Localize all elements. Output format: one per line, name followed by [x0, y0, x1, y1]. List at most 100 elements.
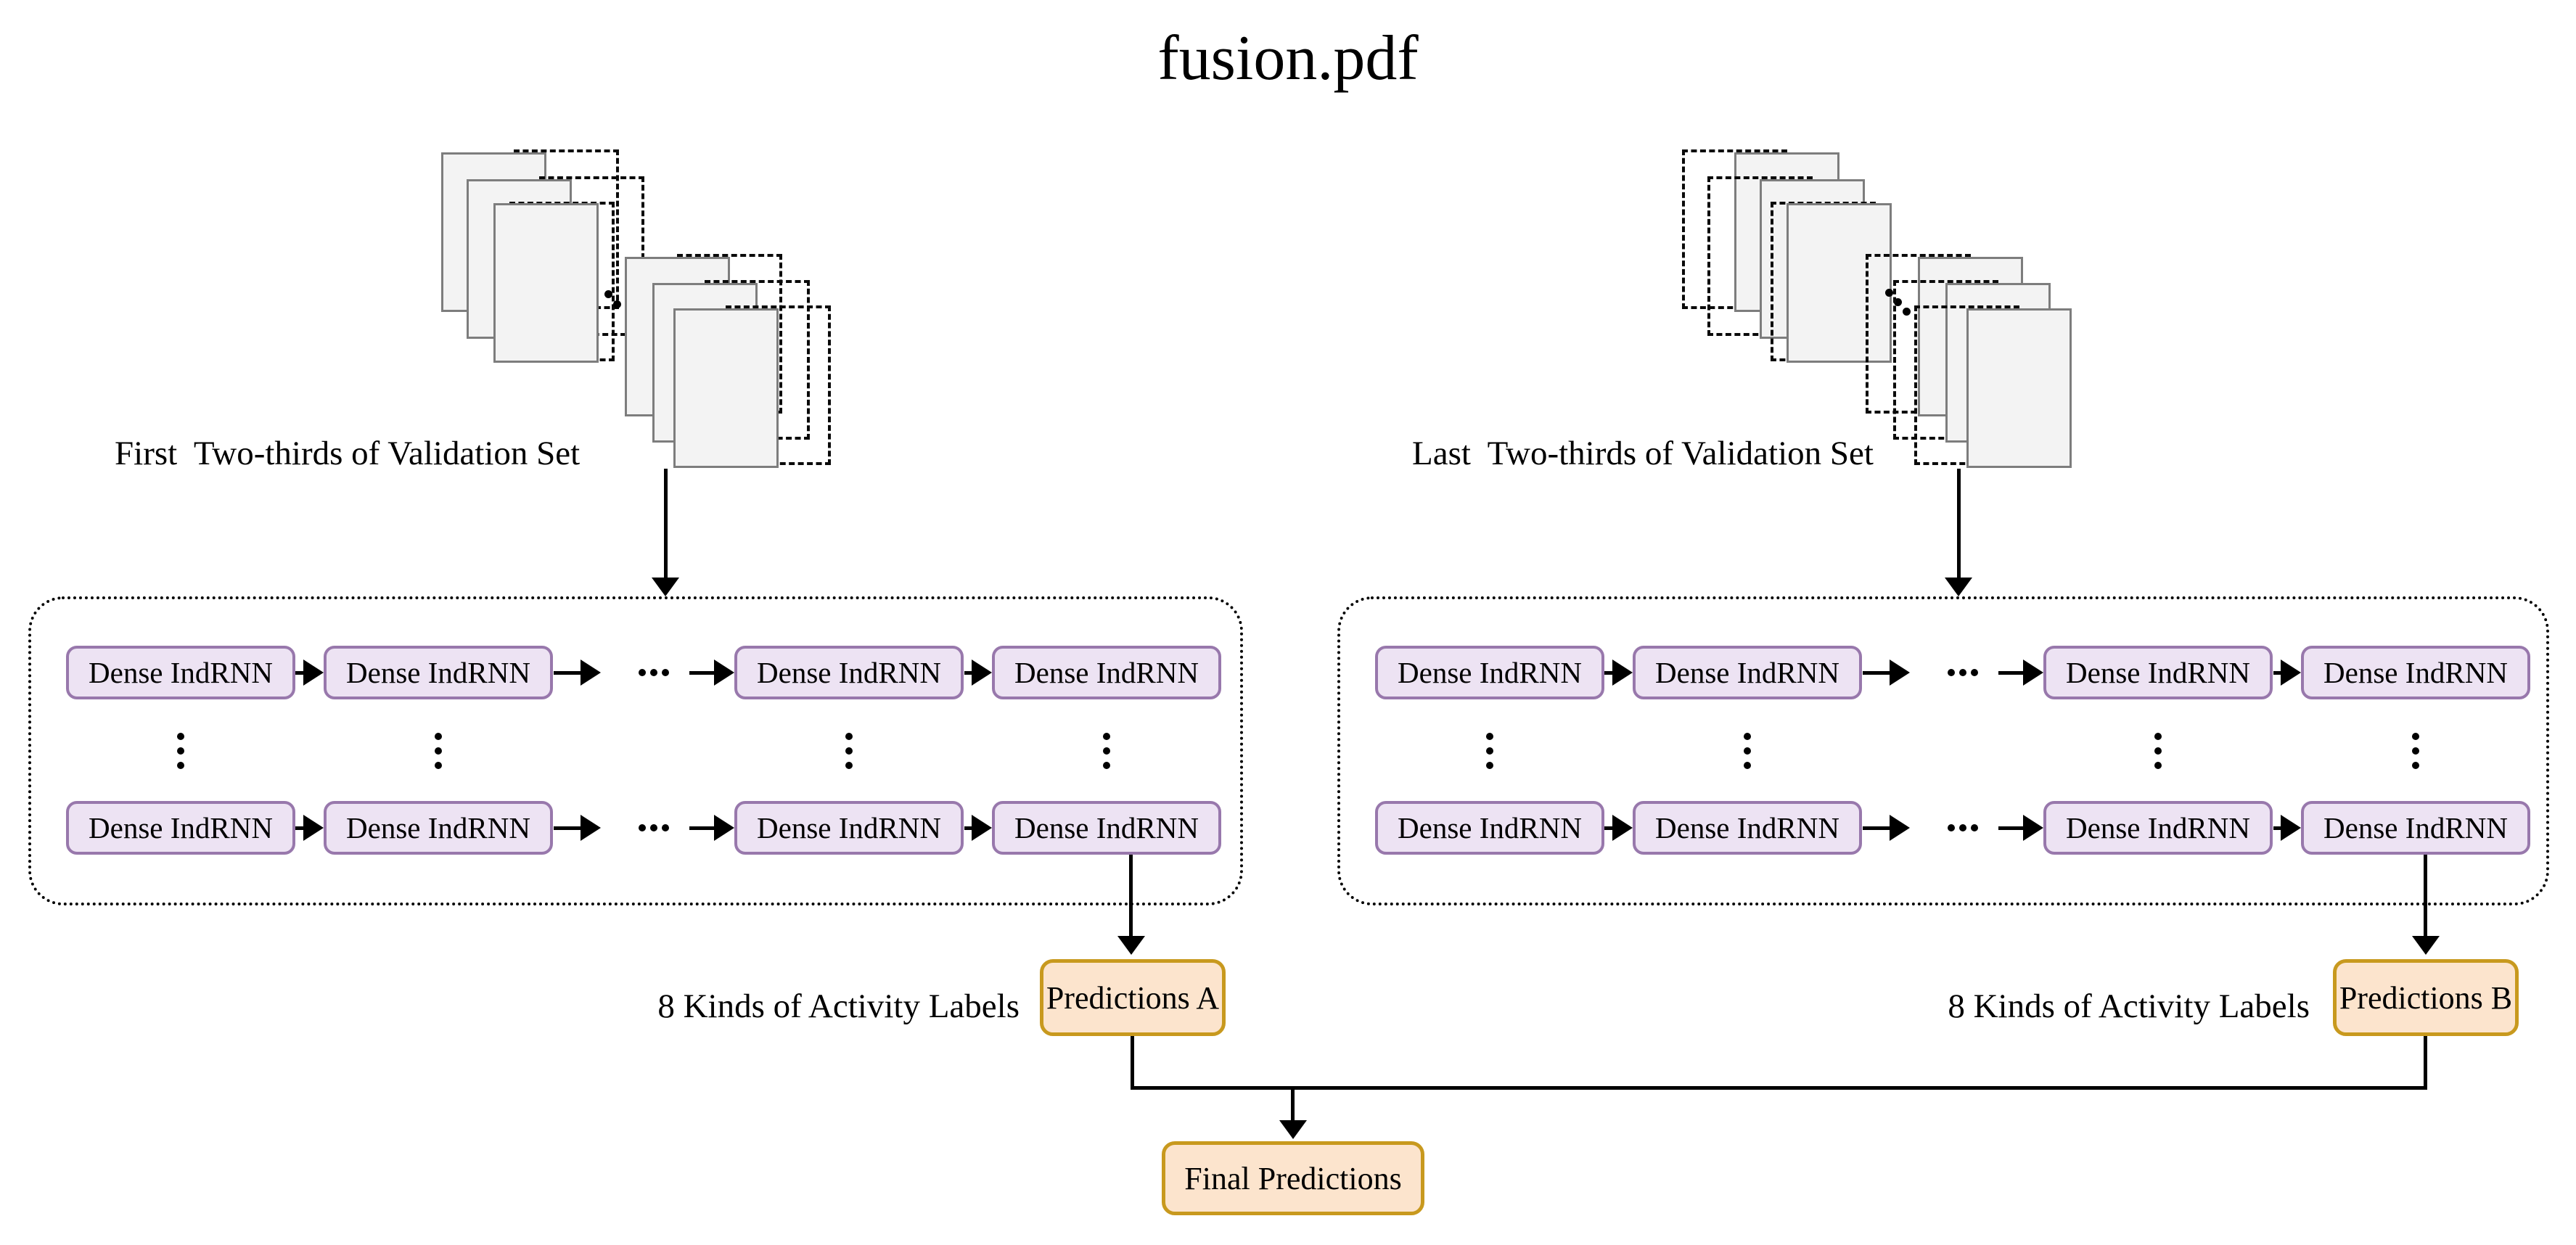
column-ellipsis-dot [845, 747, 853, 755]
column-ellipsis-dot [1486, 733, 1493, 740]
final-predictions-box: Final Predictions [1162, 1141, 1424, 1215]
flow-arrow-head [2281, 815, 2301, 841]
row-ellipsis-dot [1971, 824, 1978, 831]
validation-page [493, 203, 599, 363]
dense-indrnn-box: Dense IndRNN [324, 801, 553, 855]
label-activity-left: 8 Kinds of Activity Labels [657, 987, 1020, 1025]
dense-indrnn-box: Dense IndRNN [734, 801, 964, 855]
flow-arrow-line [964, 671, 973, 675]
column-ellipsis-dot [845, 733, 853, 740]
row-ellipsis-dot [1959, 669, 1966, 676]
row-ellipsis-dot [639, 669, 646, 676]
column-ellipsis-dot [177, 762, 184, 769]
flow-arrow-line [2273, 671, 2282, 675]
predictions-b-arrow-line [2424, 855, 2427, 936]
merge-line-right [2424, 1036, 2427, 1090]
dense-indrnn-box: Dense IndRNN [2043, 646, 2273, 699]
column-ellipsis-dot [1744, 747, 1751, 755]
flow-arrow-line [964, 826, 973, 830]
flow-arrow-head [581, 815, 601, 841]
dense-indrnn-box: Dense IndRNN [2301, 801, 2530, 855]
flow-arrow-line [1998, 671, 2025, 675]
final-arrow-line [1291, 1088, 1295, 1120]
dense-indrnn-box: Dense IndRNN [1375, 801, 1604, 855]
dense-indrnn-box: Dense IndRNN [66, 801, 295, 855]
column-ellipsis-dot [435, 747, 442, 755]
flow-arrow-head [972, 660, 992, 686]
flow-arrow-head [714, 815, 734, 841]
right-input-arrow-head [1945, 578, 1972, 596]
right-input-arrow-line [1957, 469, 1961, 578]
dense-indrnn-box: Dense IndRNN [992, 801, 1221, 855]
flow-arrow-line [295, 826, 305, 830]
column-ellipsis-dot [2412, 733, 2419, 740]
label-last-two-thirds: Last Two-thirds of Validation Set [1412, 435, 1874, 472]
flow-arrow-line [689, 826, 715, 830]
flow-arrow-line [1863, 826, 1891, 830]
stack-ellipsis-dot [1894, 298, 1902, 306]
dense-indrnn-box: Dense IndRNN [992, 646, 1221, 699]
flow-arrow-line [1998, 826, 2025, 830]
predictions-a-box: Predictions A [1040, 959, 1226, 1036]
left-model-container [28, 596, 1243, 905]
predictions-b-box: Predictions B [2333, 959, 2519, 1036]
page-title: fusion.pdf [1157, 23, 1419, 94]
column-ellipsis-dot [435, 762, 442, 769]
dense-indrnn-box: Dense IndRNN [1633, 646, 1862, 699]
flow-arrow-head [714, 660, 734, 686]
flow-arrow-line [1604, 826, 1614, 830]
column-ellipsis-dot [2154, 747, 2162, 755]
left-input-arrow-head [652, 578, 679, 596]
flow-arrow-head [972, 815, 992, 841]
row-ellipsis-dot [1948, 824, 1955, 831]
dense-indrnn-box: Dense IndRNN [2043, 801, 2273, 855]
flow-arrow-head [1890, 815, 1910, 841]
final-arrow-head [1279, 1120, 1307, 1139]
flow-arrow-head [1612, 660, 1633, 686]
predictions-a-arrow-head [1117, 936, 1145, 955]
label-first-two-thirds: First Two-thirds of Validation Set [115, 435, 581, 472]
flow-arrow-head [581, 660, 601, 686]
right-model-container [1337, 596, 2549, 905]
stack-ellipsis-dot [1885, 289, 1893, 297]
flow-arrow-head [2281, 660, 2301, 686]
label-activity-right: 8 Kinds of Activity Labels [1948, 987, 2310, 1025]
column-ellipsis-dot [2412, 747, 2419, 755]
column-ellipsis-dot [1103, 747, 1110, 755]
row-ellipsis-dot [650, 669, 657, 676]
row-ellipsis-dot [1948, 669, 1955, 676]
dense-indrnn-box: Dense IndRNN [734, 646, 964, 699]
column-ellipsis-dot [2412, 762, 2419, 769]
column-ellipsis-dot [1486, 762, 1493, 769]
column-ellipsis-dot [435, 733, 442, 740]
row-ellipsis-dot [1959, 824, 1966, 831]
column-ellipsis-dot [845, 762, 853, 769]
column-ellipsis-dot [1744, 733, 1751, 740]
flow-arrow-head [2023, 815, 2043, 841]
row-ellipsis-dot [639, 824, 646, 831]
flow-arrow-line [554, 826, 582, 830]
flow-arrow-line [1604, 671, 1614, 675]
flow-arrow-head [1890, 660, 1910, 686]
flow-arrow-head [1612, 815, 1633, 841]
stack-ellipsis-dot [1903, 308, 1911, 316]
stack-ellipsis-dot [604, 290, 612, 298]
validation-page [1787, 203, 1892, 363]
column-ellipsis-dot [1486, 747, 1493, 755]
row-ellipsis-dot [1971, 669, 1978, 676]
validation-page [1966, 308, 2072, 468]
flow-arrow-line [2273, 826, 2282, 830]
row-ellipsis-dot [650, 824, 657, 831]
flow-arrow-head [303, 815, 324, 841]
flow-arrow-line [554, 671, 582, 675]
dense-indrnn-box: Dense IndRNN [66, 646, 295, 699]
stack-ellipsis-dot [613, 300, 621, 308]
dense-indrnn-box: Dense IndRNN [324, 646, 553, 699]
left-input-arrow-line [664, 469, 668, 578]
predictions-a-arrow-line [1129, 855, 1133, 936]
flow-arrow-line [689, 671, 715, 675]
dense-indrnn-box: Dense IndRNN [1375, 646, 1604, 699]
flow-arrow-head [303, 660, 324, 686]
flow-arrow-line [295, 671, 305, 675]
